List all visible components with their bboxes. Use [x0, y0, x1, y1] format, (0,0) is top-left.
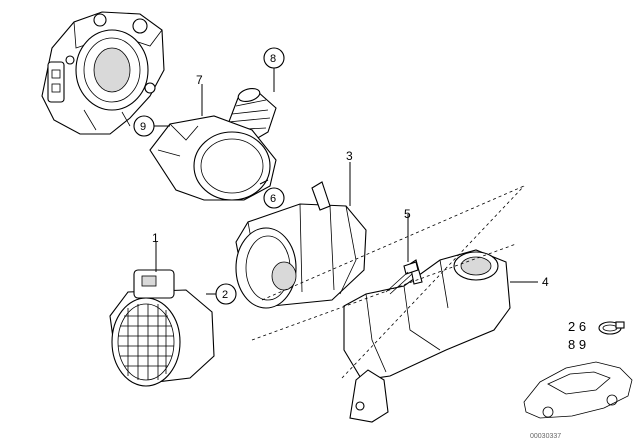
callout-4: 4	[542, 275, 549, 289]
intake-boot	[149, 115, 277, 201]
callout-5: 5	[404, 207, 411, 221]
car-ref-row1: 2 6	[568, 319, 586, 334]
air-filter-housing	[235, 181, 367, 309]
callout-8: 8	[263, 47, 285, 69]
callout-7: 7	[196, 73, 203, 87]
mass-air-flow-sensor	[109, 269, 215, 387]
callout-6: 6	[263, 187, 285, 209]
callout-1: 1	[152, 231, 159, 245]
callout-8-label: 8	[270, 53, 276, 65]
callout-3: 3	[346, 149, 353, 163]
callout-9-label: 9	[140, 121, 146, 133]
throttle-body	[41, 11, 165, 135]
assembly-outline	[251, 185, 525, 379]
callout-6-label: 6	[270, 193, 276, 205]
intake-resonator	[343, 249, 511, 423]
bolt	[385, 261, 419, 295]
sensor-mesh	[118, 304, 174, 380]
callout-2: 2	[215, 283, 237, 305]
hose-clamp-icon	[598, 321, 625, 335]
callout-9: 9	[133, 115, 155, 137]
car-silhouette-icon	[523, 361, 633, 419]
callout-2-label: 2	[222, 289, 228, 301]
car-ref-row2: 8 9	[568, 337, 586, 352]
car-reference: 2 6 8 9 00030337	[523, 319, 633, 440]
leader-lines	[154, 66, 538, 295]
diagram-code: 00030337	[530, 433, 561, 440]
